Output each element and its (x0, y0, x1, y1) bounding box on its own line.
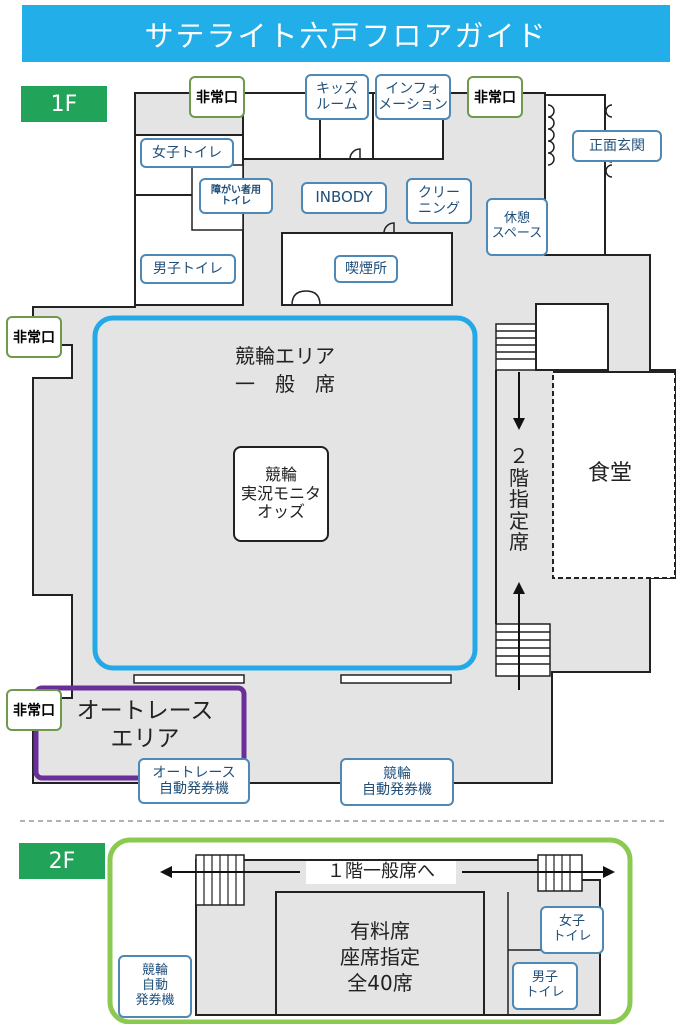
womens-toilet-2f-label: 女子 トイレ (540, 906, 604, 954)
autorace-ticket-label: オートレース 自動発券機 (138, 758, 250, 804)
accessible-toilet-label: 障がい者用 トイレ (199, 178, 273, 214)
to-1f-label: １階一般席へ (306, 861, 456, 884)
autorace-area-label: オートレース エリア (76, 698, 214, 752)
main-entrance-label: 正面玄関 (572, 130, 662, 162)
information-label: インフォ メーション (375, 74, 451, 120)
reserved-2f-label: ２ 階 指 定 席 (509, 444, 529, 555)
emergency-exit-bottom-left: 非常口 (6, 689, 62, 731)
womens-toilet-label: 女子トイレ (140, 138, 234, 168)
staircase-lower (495, 623, 551, 677)
paid-seats-room (275, 891, 485, 1016)
floor-tag-1f: 1F (21, 86, 107, 122)
keirin-ticket-2f-label: 競輪 自動 発券機 (118, 955, 192, 1018)
emergency-exit-left: 非常口 (6, 316, 62, 358)
floor-tag-2f: 2F (19, 843, 105, 879)
page-title: サテライト六戸フロアガイド (22, 5, 670, 62)
keirin-area-border (92, 315, 478, 671)
keirin-area-label: 競輪エリア 一 般 席 (235, 344, 335, 396)
emergency-exit-top-left: 非常口 (189, 76, 245, 118)
inbody-label: INBODY (301, 182, 387, 214)
cleaning-label: クリー ニング (406, 178, 472, 224)
cafeteria-room (552, 371, 676, 579)
smoking-room-label: 喫煙所 (334, 255, 398, 283)
paid-seats-label: 有料席 座席指定 全40席 (340, 919, 420, 995)
staircase-upper (495, 323, 537, 371)
rest-space-label: 休憩 スペース (486, 198, 548, 256)
keirin-ticket-label: 競輪 自動発券機 (340, 758, 454, 806)
mens-toilet-label: 男子トイレ (140, 254, 236, 284)
kids-room-label: キッズ ルーム (305, 74, 369, 120)
monitor-label: 競輪 実況モニタ オッズ (233, 446, 329, 542)
cafeteria-label: 食堂 (587, 461, 632, 486)
mens-toilet-2f-label: 男子 トイレ (512, 962, 578, 1010)
emergency-exit-top-right: 非常口 (467, 76, 523, 118)
